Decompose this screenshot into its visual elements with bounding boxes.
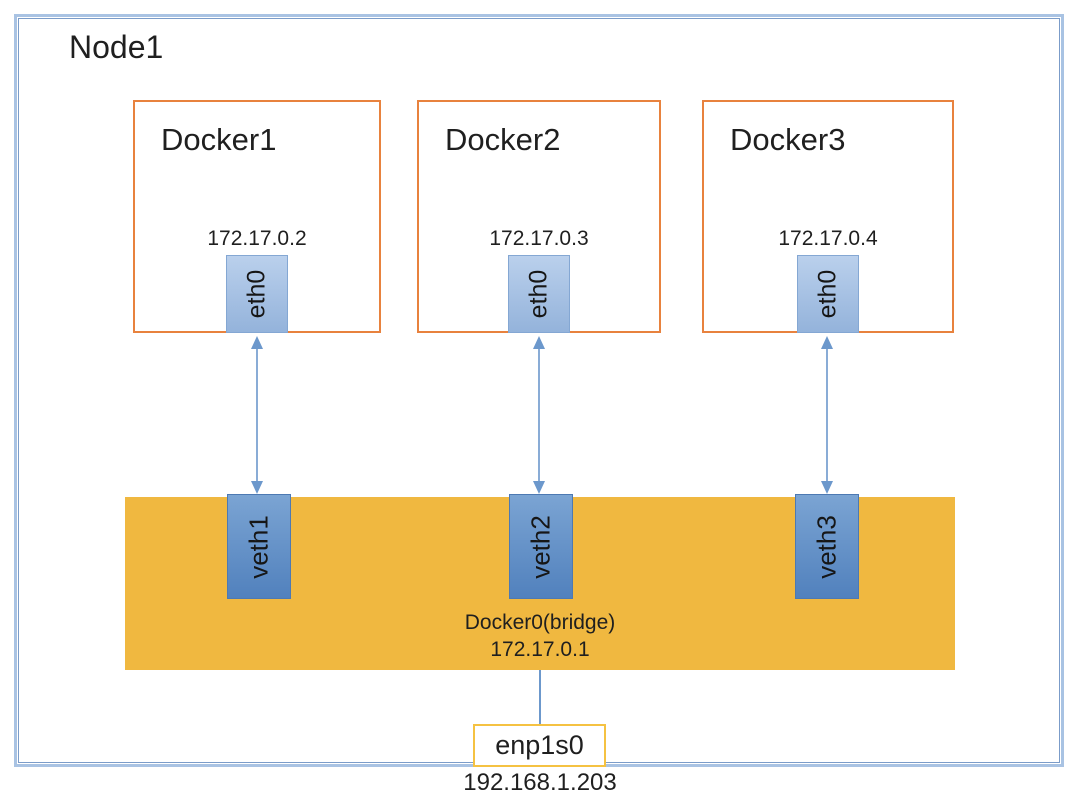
docker2-box: Docker2 172.17.0.3 eth0 bbox=[417, 100, 661, 333]
host-ip-label: 192.168.1.203 bbox=[463, 769, 617, 796]
docker2-ip-label: 172.17.0.3 bbox=[489, 227, 589, 250]
docker3-box: Docker3 172.17.0.4 eth0 bbox=[702, 100, 954, 333]
docker1-eth0-box: eth0 bbox=[226, 255, 288, 333]
enp1s0-label: enp1s0 bbox=[495, 730, 584, 760]
double-arrow-icon bbox=[821, 336, 833, 494]
bridge-labels: Docker0(bridge) 172.17.0.1 bbox=[125, 609, 955, 663]
docker1-box: Docker1 172.17.0.2 eth0 bbox=[133, 100, 381, 333]
veth1-label: veth1 bbox=[243, 514, 274, 579]
enp1s0-box: enp1s0 bbox=[473, 724, 606, 767]
docker3-eth0-label: eth0 bbox=[813, 269, 842, 319]
docker3-title: Docker3 bbox=[730, 122, 846, 157]
veth1-box: veth1 bbox=[227, 494, 291, 599]
docker2-eth0-box: eth0 bbox=[508, 255, 570, 333]
bridge-ip-label: 172.17.0.1 bbox=[490, 638, 590, 661]
veth2-label: veth2 bbox=[525, 514, 556, 579]
node-title: Node1 bbox=[69, 29, 164, 65]
docker1-ip-label: 172.17.0.2 bbox=[207, 227, 307, 250]
bridge-to-enp1s0-connector-line bbox=[539, 670, 541, 726]
veth3-box: veth3 bbox=[795, 494, 859, 599]
docker1-title: Docker1 bbox=[161, 122, 277, 157]
double-arrow-icon bbox=[533, 336, 545, 494]
docker2-title: Docker2 bbox=[445, 122, 561, 157]
veth3-label: veth3 bbox=[811, 514, 842, 579]
docker1-eth0-label: eth0 bbox=[242, 269, 271, 319]
docker3-ip-label: 172.17.0.4 bbox=[778, 227, 878, 250]
bridge-name-label: Docker0(bridge) bbox=[464, 611, 616, 634]
docker3-eth0-box: eth0 bbox=[797, 255, 859, 333]
docker2-eth0-label: eth0 bbox=[524, 269, 553, 319]
veth2-box: veth2 bbox=[509, 494, 573, 599]
double-arrow-icon bbox=[251, 336, 263, 494]
